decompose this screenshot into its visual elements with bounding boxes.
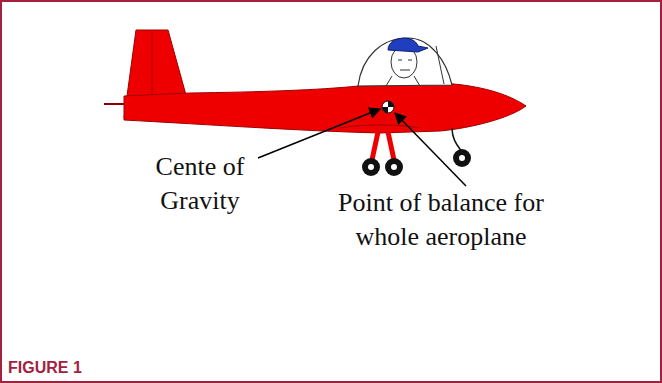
pilot-shoulders [386,76,420,86]
pilot-cap [388,38,428,52]
main-wheel-hub [368,164,374,170]
fuselage [124,83,526,133]
nose-wheel [453,149,471,167]
nose-wheel-hub [459,155,465,161]
balance-label: Point of balance for whole aeroplane [312,186,570,254]
windscreen-frame [436,46,444,84]
main-wheel [385,158,403,176]
pilot-face [398,60,412,70]
cg-marker [382,101,394,113]
main-wheel [362,158,380,176]
main-wheel-hub [391,164,397,170]
leader-arrow [395,113,466,186]
cg-label: Cente of Gravity [138,150,262,218]
main-gear-strut [372,132,394,160]
nose-gear-strut [452,128,462,152]
canopy [358,38,452,86]
cg-marker-quarters [382,101,394,113]
leader-arrow [258,109,380,158]
figure-number: FIGURE 1 [8,358,82,377]
